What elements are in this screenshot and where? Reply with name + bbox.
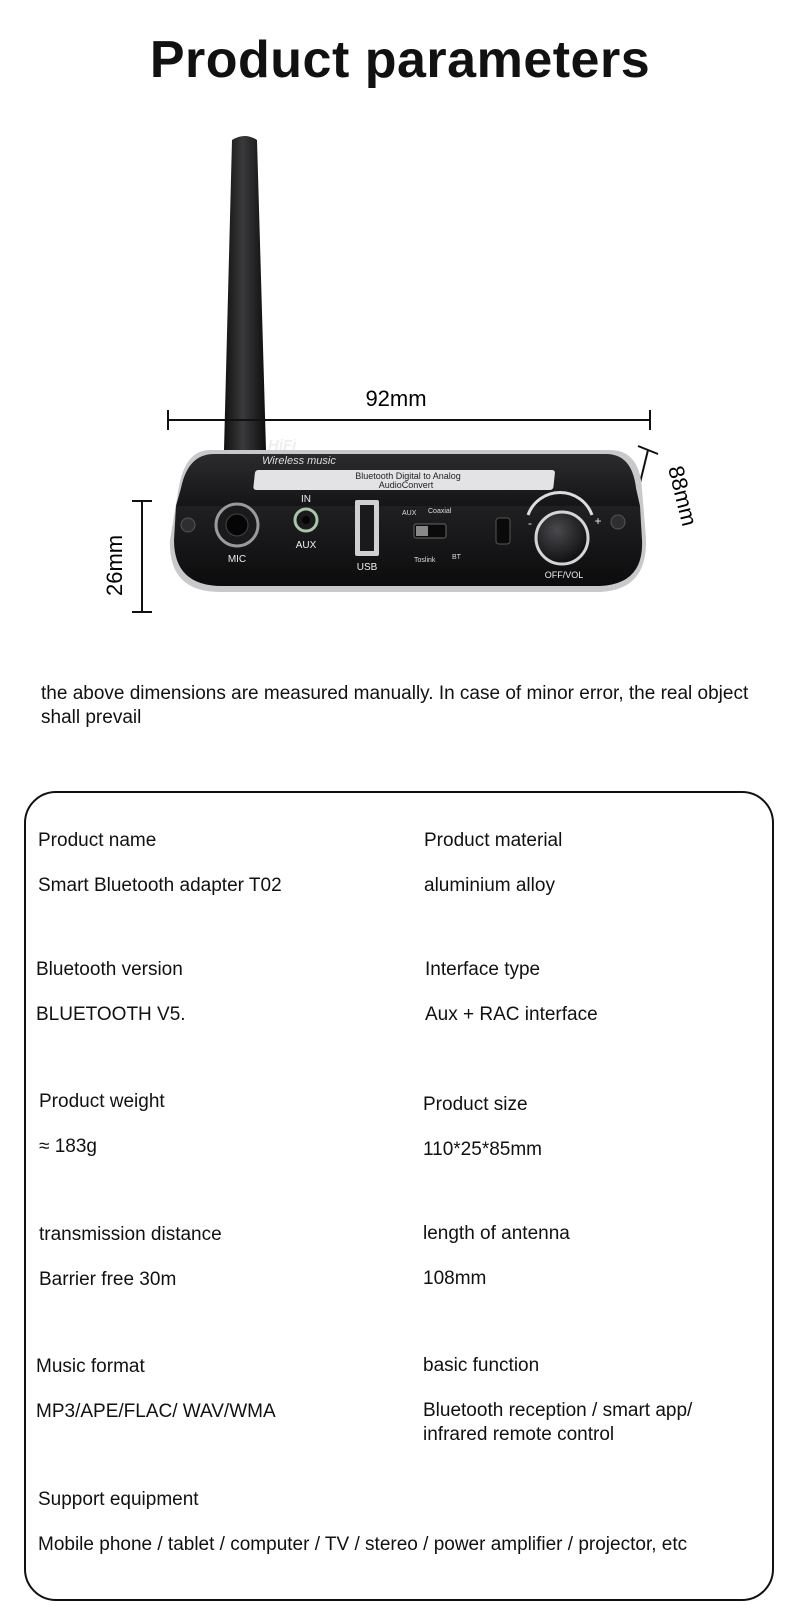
- spec-label: Product material: [424, 830, 563, 851]
- in-label: IN: [301, 494, 311, 505]
- spec-label: basic function: [423, 1355, 540, 1376]
- spec-value: Aux + RAC interface: [425, 1004, 598, 1025]
- spec-label: Bluetooth version: [36, 959, 183, 980]
- spec-value: Mobile phone / tablet / computer / TV / …: [38, 1534, 688, 1555]
- spec-label: Product name: [38, 830, 157, 851]
- measurement-note: the above dimensions are measured manual…: [41, 683, 749, 728]
- spec-value: aluminium alloy: [424, 875, 555, 896]
- spec-value: Smart Bluetooth adapter T02: [38, 875, 282, 896]
- screw-right: [610, 514, 626, 530]
- strip-text-line2: AudioConvert: [379, 480, 434, 490]
- width-label: 92mm: [365, 386, 426, 411]
- switch-aux-label: AUX: [402, 510, 417, 517]
- antenna: [224, 136, 266, 450]
- spec-value: BLUETOOTH V5.: [36, 1004, 186, 1025]
- height-dimension: 26mm: [102, 500, 152, 613]
- brand-subtext: Wireless music: [262, 455, 336, 467]
- spec-value: MP3/APE/FLAC/ WAV/WMA: [36, 1401, 276, 1422]
- spec-label: transmission distance: [39, 1224, 222, 1245]
- aux-label: AUX: [296, 540, 317, 551]
- spec-label: Product size: [423, 1094, 528, 1115]
- spec-value: ≈ 183g: [39, 1136, 97, 1157]
- spec-value: Barrier free 30m: [39, 1269, 177, 1290]
- spec-label: length of antenna: [423, 1223, 570, 1244]
- spec-value: Bluetooth reception / smart app/ infrare…: [423, 1400, 693, 1445]
- product-figure: 92mm 88mm 26mm HiFi Wireless music Bluet…: [102, 136, 702, 613]
- switch-bt-label: BT: [452, 554, 462, 561]
- spec-label: Interface type: [425, 959, 541, 980]
- brand-text: HiFi: [268, 437, 297, 454]
- screw-left: [180, 517, 196, 533]
- volume-knob: [534, 510, 590, 566]
- mic-label: MIC: [228, 554, 246, 565]
- depth-label: 88mm: [663, 463, 702, 528]
- page-title: Product parameters: [149, 31, 651, 89]
- spec-value: 110*25*85mm: [423, 1139, 543, 1160]
- device-body: HiFi Wireless music Bluetooth Digital to…: [169, 437, 647, 592]
- width-dimension: 92mm: [167, 386, 651, 430]
- switch-coaxial-label: Coaxial: [428, 508, 452, 515]
- spec-value: 108mm: [423, 1268, 487, 1289]
- switch-toslink-label: Toslink: [414, 557, 436, 564]
- knob-label: OFF/VOL: [545, 570, 584, 580]
- spec-label: Support equipment: [38, 1489, 199, 1510]
- spec-label: Product weight: [39, 1091, 165, 1112]
- ir-window: [495, 517, 511, 545]
- knob-plus-label: +: [594, 514, 601, 528]
- knob-minus-label: -: [528, 516, 532, 530]
- spec-table: Product name Smart Bluetooth adapter T02…: [24, 791, 774, 1601]
- spec-label: Music format: [36, 1356, 145, 1377]
- height-label: 26mm: [102, 535, 127, 596]
- strip-text-line1: Bluetooth Digital to Analog: [355, 471, 461, 481]
- usb-label: USB: [357, 562, 378, 573]
